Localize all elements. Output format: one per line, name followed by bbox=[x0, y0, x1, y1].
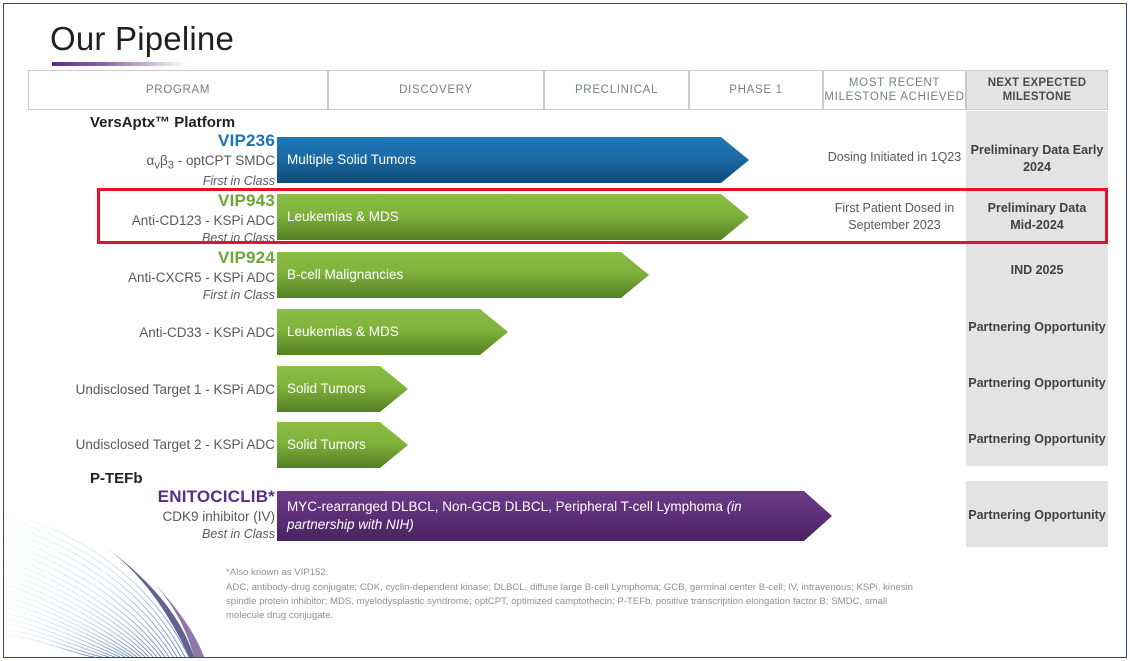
column-header-program: PROGRAM bbox=[28, 70, 328, 110]
next-milestone-column-background-bottom bbox=[966, 481, 1108, 547]
column-header-preclinical-label: PRECLINICAL bbox=[574, 83, 659, 96]
most-recent-milestone-vip943: First Patient Dosed in September 2023 bbox=[834, 201, 955, 232]
next-expected-milestone-vip943: Preliminary Data Mid-2024 bbox=[987, 201, 1087, 232]
program-label-undisclosed-1: Undisclosed Target 1 - KSPi ADC bbox=[24, 381, 275, 399]
column-header-preclinical: PRECLINICAL bbox=[544, 70, 689, 110]
next-expected-milestone-vip236: Preliminary Data Early 2024 bbox=[970, 143, 1104, 174]
program-class-vip924: First in Class bbox=[202, 287, 275, 302]
program-label-undisclosed-2: Undisclosed Target 2 - KSPi ADC bbox=[24, 436, 275, 454]
column-header-next-expected-milestone: NEXT EXPECTED MILESTONE bbox=[966, 70, 1108, 110]
program-label-vip236: VIP236 αvβ3 - optCPT SMDC First in Class bbox=[24, 130, 276, 190]
program-code-vip236: VIP236 bbox=[218, 131, 275, 150]
program-descriptor-anti-cd33: Anti-CD33 - KSPi ADC bbox=[139, 325, 275, 340]
next-expected-milestone-anti-cd33: Partnering Opportunity bbox=[968, 320, 1106, 334]
pipeline-slide: Our Pipeline PROGRAM DISCOVERY PRECLINIC… bbox=[3, 3, 1127, 658]
next-expected-milestone-undisclosed-1: Partnering Opportunity bbox=[968, 376, 1106, 390]
platform-heading-ptefb: P-TEFb bbox=[90, 470, 143, 487]
next-expected-milestone-header-line2: MILESTONE bbox=[1002, 91, 1072, 103]
footnote-star-note: *Also known as VIP152. bbox=[226, 567, 329, 578]
column-header-discovery-label: DISCOVERY bbox=[399, 83, 473, 96]
program-descriptor-vip924: Anti-CXCR5 - KSPi ADC bbox=[127, 270, 275, 286]
program-descriptor-enitociclib: CDK9 inhibitor (IV) bbox=[162, 509, 275, 525]
pipeline-bar-label-enitociclib-partnership: (in partnership with NIH) bbox=[287, 499, 742, 532]
next-expected-milestone-header-line1: NEXT EXPECTED bbox=[987, 76, 1087, 89]
program-label-vip924: VIP924 Anti-CXCR5 - KSPi ADC First in Cl… bbox=[24, 247, 275, 303]
next-expected-milestone-enitociclib: Partnering Opportunity bbox=[968, 508, 1106, 522]
program-code-vip924: VIP924 bbox=[218, 248, 275, 267]
pipeline-bar-enitociclib: MYC-rearranged DLBCL, Non-GCB DLBCL, Per… bbox=[277, 491, 832, 541]
pipeline-bar-label-undisclosed-2: Solid Tumors bbox=[287, 437, 366, 453]
most-recent-milestone-header-line1: MOST RECENT bbox=[848, 76, 941, 89]
next-milestone-column-background-top bbox=[966, 111, 1108, 466]
pipeline-bar-vip924: B-cell Malignancies bbox=[277, 252, 649, 298]
column-header-program-label: PROGRAM bbox=[145, 83, 211, 96]
column-header-phase1: PHASE 1 bbox=[689, 70, 823, 110]
pipeline-bar-anti-cd33: Leukemias & MDS bbox=[277, 309, 508, 355]
pipeline-bar-vip236: Multiple Solid Tumors bbox=[277, 137, 749, 183]
next-expected-milestone-vip924: IND 2025 bbox=[1010, 263, 1064, 277]
pipeline-bar-label-enitociclib: MYC-rearranged DLBCL, Non-GCB DLBCL, Per… bbox=[287, 499, 727, 515]
pipeline-bar-label-anti-cd33: Leukemias & MDS bbox=[287, 324, 399, 340]
program-label-enitociclib: ENITOCICLIB* CDK9 inhibitor (IV) Best in… bbox=[24, 486, 275, 542]
most-recent-milestone-header-line2: MILESTONE ACHIEVED bbox=[824, 91, 965, 103]
program-descriptor-vip943: Anti-CD123 - KSPi ADC bbox=[131, 213, 275, 229]
program-descriptor-vip236: αvβ3 - optCPT SMDC bbox=[146, 153, 276, 172]
next-expected-milestone-undisclosed-2: Partnering Opportunity bbox=[968, 432, 1106, 446]
pipeline-bar-undisclosed-2: Solid Tumors bbox=[277, 422, 408, 468]
program-descriptor-undisclosed-1: Undisclosed Target 1 - KSPi ADC bbox=[75, 382, 275, 397]
pipeline-bar-label-vip924: B-cell Malignancies bbox=[287, 267, 404, 283]
program-code-vip943: VIP943 bbox=[218, 191, 275, 210]
program-class-vip236: First in Class bbox=[202, 174, 275, 189]
program-label-anti-cd33: Anti-CD33 - KSPi ADC bbox=[24, 324, 275, 342]
page-title: Our Pipeline bbox=[50, 20, 234, 57]
most-recent-milestone-vip236: Dosing Initiated in 1Q23 bbox=[827, 150, 962, 164]
pipeline-bar-label-vip236: Multiple Solid Tumors bbox=[287, 152, 417, 168]
footnote-abbreviations: ADC, antibody-drug conjugate; CDK, cycli… bbox=[226, 581, 914, 621]
pipeline-bar-undisclosed-1: Solid Tumors bbox=[277, 366, 408, 412]
program-descriptor-undisclosed-2: Undisclosed Target 2 - KSPi ADC bbox=[75, 437, 275, 452]
program-class-vip943: Best in Class bbox=[202, 230, 275, 245]
pipeline-bar-vip943: Leukemias & MDS bbox=[277, 194, 749, 240]
pipeline-bar-label-undisclosed-1: Solid Tumors bbox=[287, 381, 366, 397]
program-code-enitociclib: ENITOCICLIB* bbox=[157, 487, 275, 506]
program-label-vip943: VIP943 Anti-CD123 - KSPi ADC Best in Cla… bbox=[24, 190, 275, 246]
platform-heading-versaptx: VersAptx™ Platform bbox=[90, 114, 236, 131]
footnote: *Also known as VIP152. ADC, antibody-dru… bbox=[226, 566, 926, 623]
title-underline bbox=[52, 62, 187, 66]
pipeline-bar-label-vip943: Leukemias & MDS bbox=[287, 209, 399, 225]
program-class-enitociclib: Best in Class bbox=[202, 526, 275, 541]
column-header-discovery: DISCOVERY bbox=[328, 70, 544, 110]
column-header-most-recent-milestone: MOST RECENT MILESTONE ACHIEVED bbox=[823, 70, 966, 110]
column-header-phase1-label: PHASE 1 bbox=[729, 83, 783, 96]
